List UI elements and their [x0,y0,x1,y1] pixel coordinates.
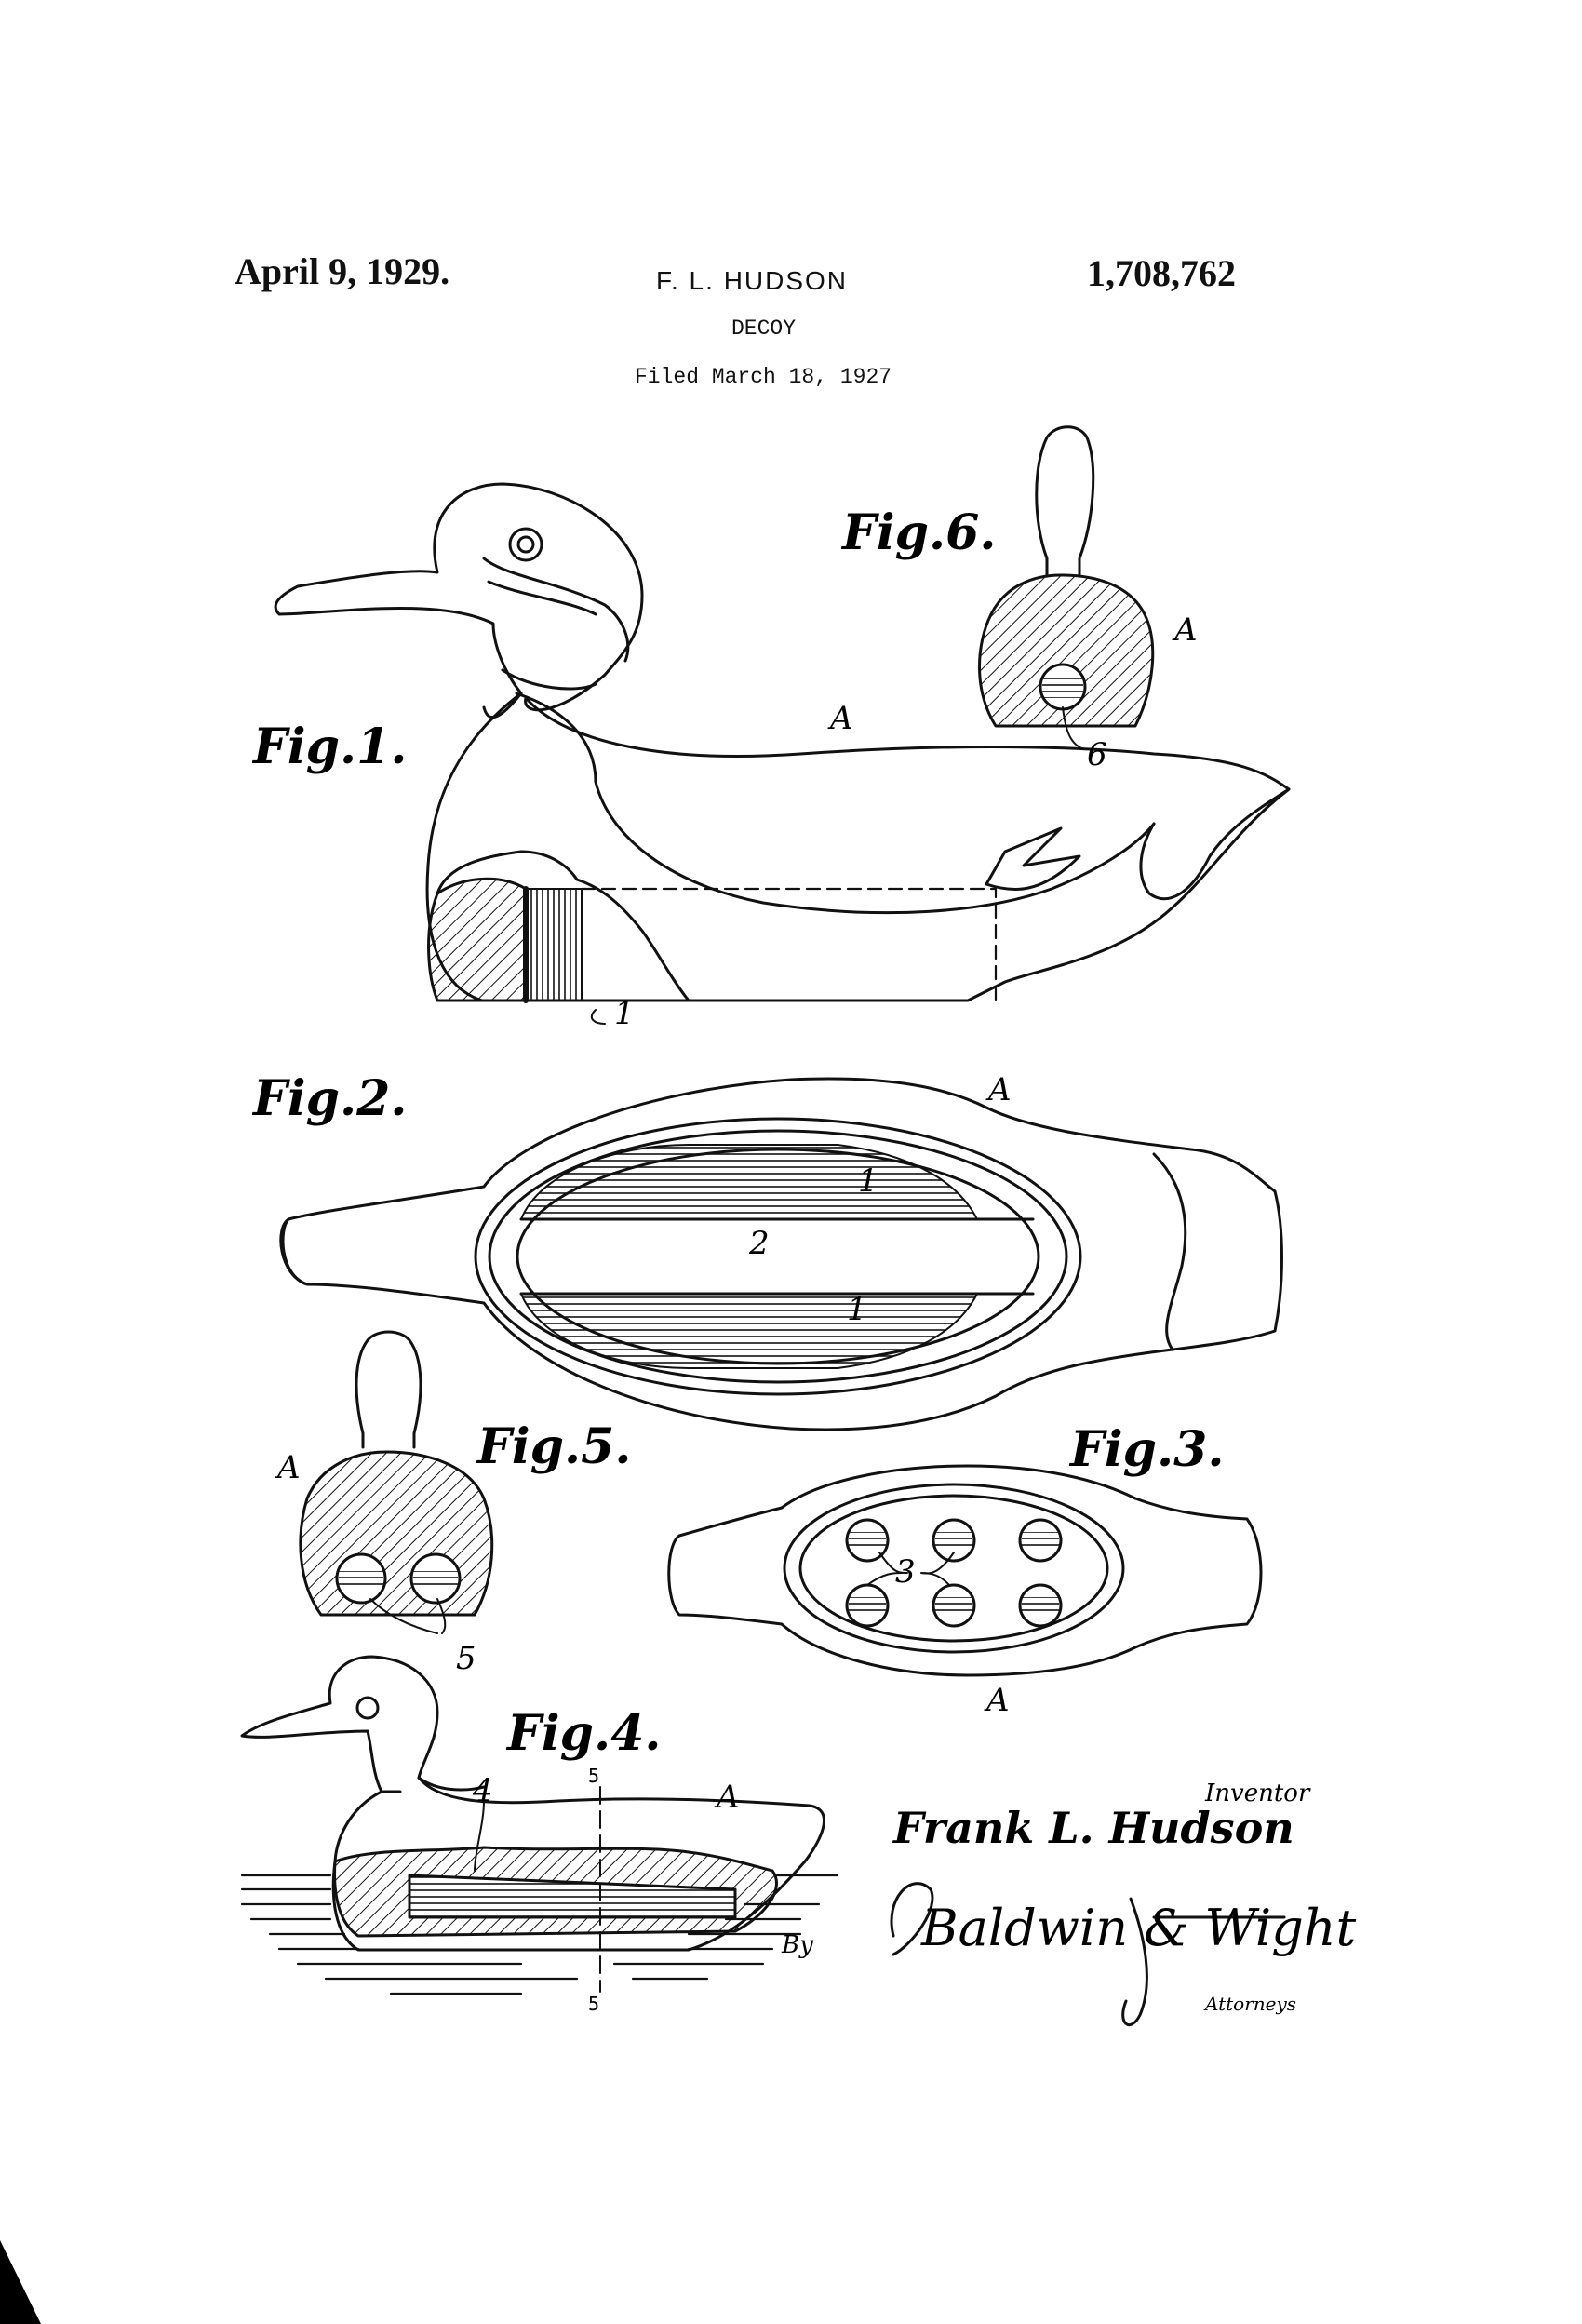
fig4-label: Fig.4. [505,1705,661,1762]
patent-date: April 9, 1929. [235,250,450,292]
ref-1-fig2-lower: 1 [847,1291,867,1328]
fig4-floating-decoy [240,1655,839,1995]
ref-a-fig5: A [275,1449,301,1486]
ref-5-fig5: 5 [456,1640,476,1677]
section-line-ref-top: 5 [588,1765,599,1787]
by-label: By [781,1931,813,1959]
patent-number: 1,708,762 [1087,252,1236,294]
scan-corner-mark [0,2240,41,2324]
ref-2-fig2: 2 [748,1225,770,1262]
ref-a-fig1: A [827,700,853,737]
fig2-label: Fig.2. [251,1070,407,1127]
inventor-label: Inventor [1204,1780,1311,1807]
attorneys-label: Attorneys [1203,1993,1296,2015]
attorneys-signature: Baldwin & Wight [920,1899,1357,1957]
fig6-cross-section [978,425,1155,750]
ref-a-fig6: A [1172,611,1198,649]
filing-date: Filed March 18, 1927 [635,365,892,389]
inventor-header: F. L. HUDSON [656,266,849,295]
ref-a-fig4: A [714,1779,740,1816]
fig5-label: Fig.5. [476,1418,631,1475]
ref-6-fig6: 6 [1087,736,1107,773]
inventor-signature: Frank L. Hudson [892,1803,1294,1853]
ref-a-fig3: A [984,1682,1010,1719]
fig6-label: Fig.6. [840,504,996,561]
ref-1-fig1: 1 [614,995,635,1032]
attorney-signature-strokes [890,1882,1286,2027]
ref-3-fig3: 3 [895,1553,916,1591]
section-line-ref-bottom: 5 [588,1993,599,2015]
ref-4-fig4: 4 [472,1772,493,1809]
fig3-label: Fig.3. [1068,1421,1224,1478]
ref-1-fig2-upper: 1 [858,1162,878,1200]
fig5-cross-section [299,1330,494,1634]
patent-title: DECOY [731,316,797,341]
fig1-label: Fig.1. [251,719,407,775]
fig3-bottom-view-holes [667,1464,1263,1677]
fig1-decoy-side-view [274,482,1291,1025]
ref-a-fig2: A [985,1071,1012,1108]
fig2-bottom-view [279,1077,1283,1431]
